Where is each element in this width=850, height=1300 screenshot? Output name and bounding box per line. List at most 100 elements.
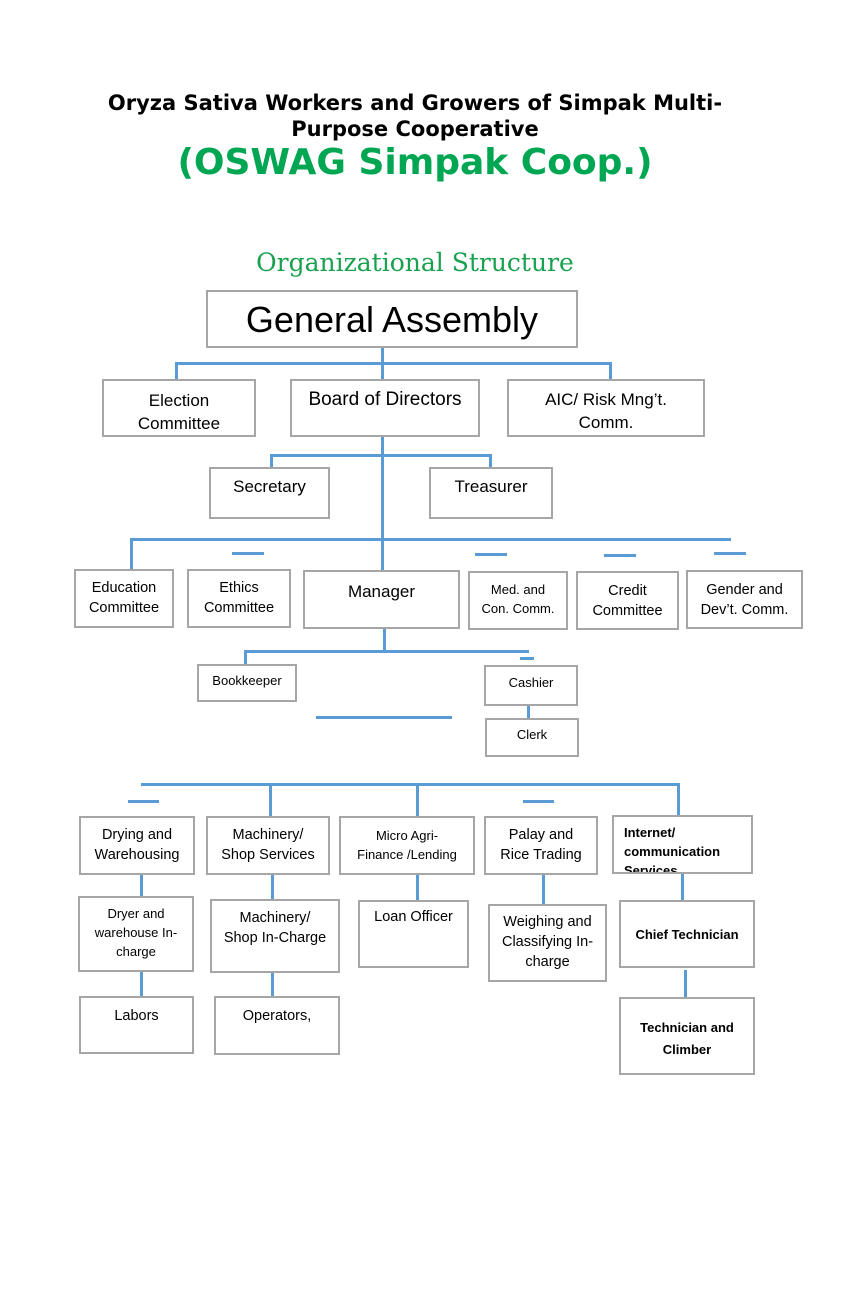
node-label: Ethics	[219, 580, 259, 596]
node-board-of-directors: Board of Directors	[290, 379, 480, 437]
node-label: Drying and	[101, 827, 173, 843]
node-label: Palay and	[508, 827, 574, 843]
connector	[271, 874, 274, 900]
node-gender-dev-committee: Gender and Dev’t. Comm.	[686, 570, 803, 629]
connector	[523, 800, 554, 803]
node-aic-risk-committee: AIC/ Risk Mng’t. Comm.	[507, 379, 705, 437]
node-label: Bookkeeper	[212, 673, 282, 688]
node-label: Dev’t. Comm.	[700, 602, 789, 618]
node-dryer-warehouse-incharge: Dryer and warehouse In- charge	[78, 896, 194, 972]
title-line-1: Oryza Sativa Workers and Growers of Simp…	[107, 91, 723, 115]
acronym-title: (OSWAG Simpak Coop.)	[177, 142, 653, 183]
node-label: Gender and	[706, 582, 783, 598]
page-title: Oryza Sativa Workers and Growers of Simp…	[0, 90, 830, 142]
connector	[381, 436, 384, 571]
node-label: Med. and	[490, 582, 546, 597]
connector	[416, 783, 419, 817]
node-label: Committee	[88, 600, 160, 616]
connector	[175, 362, 612, 365]
connector	[677, 783, 680, 817]
connector	[140, 874, 143, 898]
node-label: Classifying In-	[501, 934, 594, 950]
node-label: AIC/ Risk Mng’t.	[545, 390, 667, 409]
connector	[140, 971, 143, 997]
node-label: Finance /Lending	[357, 847, 457, 862]
node-label: Shop In-Charge	[223, 930, 327, 946]
node-label: Committee	[203, 600, 275, 616]
node-education-committee: Education Committee	[74, 569, 174, 628]
node-label: Secretary	[233, 477, 306, 496]
connector	[128, 800, 159, 803]
node-loan-officer: Loan Officer	[358, 900, 469, 968]
connector	[489, 454, 492, 468]
node-label: Operators,	[242, 1008, 312, 1024]
node-label: Services	[624, 863, 678, 874]
node-weighing-classifying-incharge: Weighing and Classifying In- charge	[488, 904, 607, 982]
node-label: Machinery/	[232, 827, 304, 843]
connector	[244, 650, 247, 664]
node-label: Manager	[347, 582, 416, 601]
node-label: Treasurer	[454, 477, 528, 496]
node-bookkeeper: Bookkeeper	[197, 664, 297, 702]
node-label: Chief Technician	[635, 927, 739, 942]
connector	[714, 552, 746, 555]
node-manager: Manager	[303, 570, 460, 629]
node-label: charge	[116, 944, 156, 959]
node-drying-warehousing: Drying and Warehousing	[79, 816, 195, 875]
connector	[475, 553, 507, 556]
node-label: Election	[148, 391, 210, 410]
node-machinery-shop-incharge: Machinery/ Shop In-Charge	[210, 899, 340, 973]
connector	[271, 970, 274, 997]
connector	[141, 783, 680, 786]
node-label: Committee	[592, 603, 663, 619]
node-label: Internet/	[624, 825, 676, 840]
node-cashier: Cashier	[484, 665, 578, 706]
node-label: General Assembly	[245, 299, 539, 340]
connector	[175, 362, 178, 380]
node-clerk: Clerk	[485, 718, 579, 757]
node-label: Comm.	[578, 413, 634, 432]
node-label: Credit	[608, 583, 647, 599]
node-ethics-committee: Ethics Committee	[187, 569, 291, 628]
node-label: Board of Directors	[308, 389, 462, 410]
node-label: Cashier	[508, 675, 554, 690]
node-label: communication	[624, 844, 721, 859]
node-med-con-committee: Med. and Con. Comm.	[468, 571, 568, 630]
connector	[130, 538, 731, 541]
node-label: Loan Officer	[374, 909, 453, 925]
node-label: Micro Agri-	[375, 828, 439, 843]
node-machinery-shop-services: Machinery/ Shop Services	[206, 816, 330, 875]
connector	[130, 538, 133, 570]
connector	[244, 650, 529, 653]
node-internet-communication-services: Internet/ communication Services	[612, 815, 753, 874]
connector	[527, 705, 530, 719]
node-label: Clerk	[516, 727, 548, 742]
node-label: Committee	[137, 414, 221, 433]
chart-subtitle: Organizational Structure	[256, 248, 574, 277]
connector	[684, 970, 687, 997]
connector	[542, 874, 545, 905]
node-label: Dryer and	[107, 906, 165, 921]
node-general-assembly: General Assembly	[206, 290, 578, 348]
node-operators: Operators,	[214, 996, 340, 1055]
node-label: Climber	[662, 1042, 712, 1057]
connector	[232, 552, 264, 555]
connector	[269, 783, 272, 817]
node-label: Education	[91, 580, 157, 596]
node-label: Technician and	[640, 1020, 734, 1035]
connector	[383, 628, 386, 650]
node-credit-committee: Credit Committee	[576, 571, 679, 630]
title-line-2: Purpose Cooperative	[291, 117, 539, 141]
node-label: Labors	[114, 1008, 159, 1024]
connector	[520, 657, 534, 660]
node-election-committee: Election Committee	[102, 379, 256, 437]
connector	[681, 874, 684, 901]
connector	[270, 454, 492, 457]
node-label: warehouse In-	[94, 925, 178, 940]
node-palay-rice-trading: Palay and Rice Trading	[484, 816, 598, 875]
node-micro-agri-finance: Micro Agri- Finance /Lending	[339, 816, 475, 875]
node-technician-climber: Technician and Climber	[619, 997, 755, 1075]
node-label: Rice Trading	[500, 847, 582, 863]
connector	[609, 362, 612, 380]
node-label: Machinery/	[239, 910, 311, 926]
